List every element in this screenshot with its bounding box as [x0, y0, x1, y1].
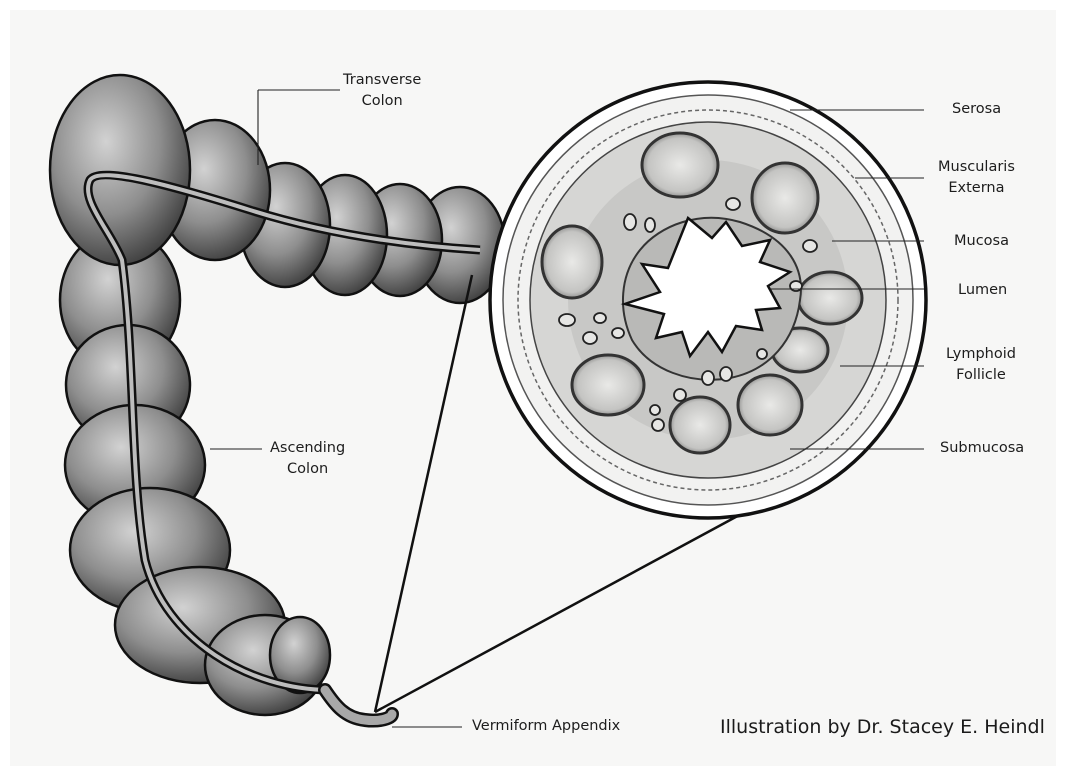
lymphoid-follicle-label-line2: Follicle	[946, 365, 1016, 386]
muscularis-externa-label-line2: Externa	[938, 178, 1015, 199]
ascending-colon-label-line1: Ascending	[270, 438, 345, 459]
ascending-colon-label: Ascending Colon	[270, 438, 345, 480]
transverse-colon-label-line2: Colon	[343, 91, 421, 112]
cross-section	[490, 82, 926, 518]
mucosa-label: Mucosa	[954, 231, 1009, 252]
illustration-credit: Illustration by Dr. Stacey E. Heindl	[720, 716, 1045, 738]
lymphoid-follicle-label-line1: Lymphoid	[946, 344, 1016, 365]
lumen-label: Lumen	[958, 280, 1007, 301]
ascending-colon-label-line2: Colon	[270, 459, 345, 480]
muscularis-externa-label-line1: Muscularis	[938, 157, 1015, 178]
serosa-label: Serosa	[952, 99, 1001, 120]
zoom-line-lower	[375, 512, 745, 712]
muscularis-externa-label: Muscularis Externa	[938, 157, 1015, 199]
lymphoid-follicle-label: Lymphoid Follicle	[946, 344, 1016, 386]
vermiform-appendix-label: Vermiform Appendix	[472, 716, 620, 737]
transverse-colon-label-line1: Transverse	[343, 70, 421, 91]
zoom-line-upper	[375, 275, 472, 712]
submucosa-label: Submucosa	[940, 438, 1024, 459]
transverse-colon-label: Transverse Colon	[343, 70, 421, 112]
